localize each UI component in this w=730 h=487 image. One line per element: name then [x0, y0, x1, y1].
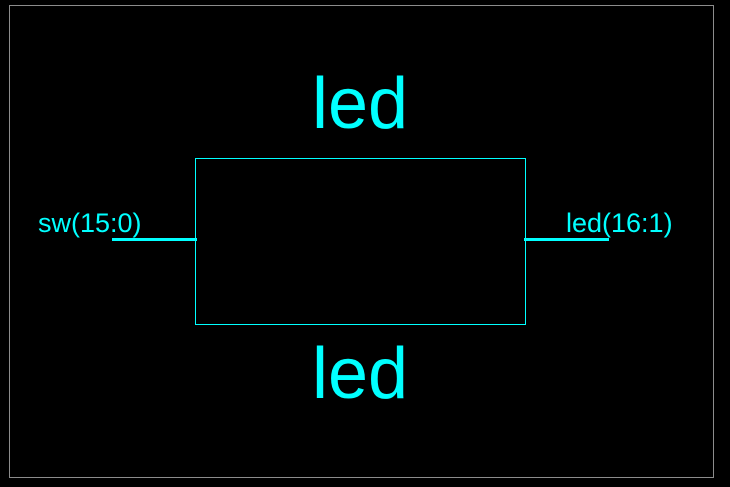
block-instance-name: led [311, 64, 409, 144]
output-port-label: led(16:1) [566, 208, 673, 238]
block-module-name: led [311, 334, 409, 414]
module-block[interactable] [195, 158, 526, 325]
input-port-wire[interactable] [112, 238, 197, 241]
schematic-frame [9, 5, 714, 478]
output-port-wire[interactable] [524, 238, 609, 241]
input-port-label: sw(15:0) [38, 208, 142, 238]
